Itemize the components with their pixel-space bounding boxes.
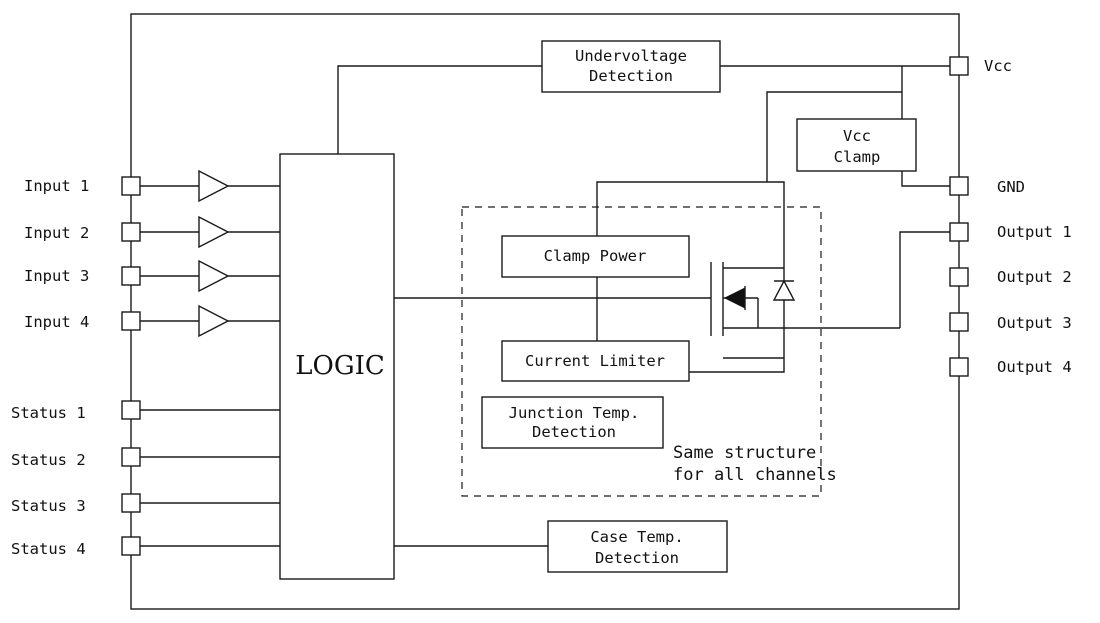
wire-clamp-gnd [901, 171, 950, 187]
wire-limiter-sense [689, 358, 785, 373]
junction-temp-block [481, 396, 664, 449]
case-temp-label-line1: Case Temp. [590, 528, 683, 546]
current-limiter-label: Current Limiter [525, 352, 665, 370]
input-channel-4: Input 4 [24, 304, 280, 338]
pin-status-1 [121, 400, 141, 420]
output-3-label: Output 3 [997, 314, 1072, 332]
buffer-icon [198, 169, 230, 203]
body-arrow-icon [723, 287, 746, 309]
vcc-clamp-block [796, 118, 917, 172]
wire-output-1 [899, 231, 950, 328]
undervoltage-label-line1: Undervoltage [575, 47, 687, 65]
pin-status-2 [121, 447, 141, 467]
status-channel-4: Status 4 [11, 536, 280, 558]
undervoltage-detection-block [541, 40, 721, 93]
input-2-label: Input 2 [24, 224, 89, 242]
logic-block [279, 153, 395, 580]
vcc-pin-label: Vcc [984, 57, 1012, 75]
input-4-label: Input 4 [24, 313, 89, 331]
clamp-power-block [501, 235, 690, 278]
status-channel-2: Status 2 [11, 447, 280, 469]
wire-logic-undervoltage [337, 65, 542, 154]
channel-note-line2: for all channels [673, 465, 837, 485]
pin-input-1 [121, 176, 141, 196]
undervoltage-label-line2: Detection [589, 67, 673, 85]
wire-power-rail [596, 181, 785, 268]
current-limiter-block [501, 340, 690, 382]
pin-input-3 [121, 266, 141, 286]
status-channel-1: Status 1 [11, 400, 280, 422]
mosfet-icon [710, 262, 900, 359]
junction-temp-label-line1: Junction Temp. [509, 404, 640, 422]
pin-status-3 [121, 493, 141, 513]
status-1-label: Status 1 [11, 404, 86, 422]
pin-output-3 [949, 312, 969, 332]
input-1-label: Input 1 [24, 177, 89, 195]
wire-vcc-to-drain [766, 91, 902, 182]
logic-label: LOGIC [295, 351, 385, 381]
gnd-pin-label: GND [997, 178, 1025, 196]
input-channel-2: Input 2 [24, 215, 280, 249]
buffer-icon [198, 259, 230, 293]
case-temp-block [547, 520, 728, 573]
vcc-clamp-label-line1: Vcc [843, 127, 871, 145]
output-2-label: Output 2 [997, 268, 1072, 286]
input-channel-1: Input 1 [24, 169, 280, 203]
pin-input-2 [121, 222, 141, 242]
buffer-icon [198, 215, 230, 249]
buffer-icon [198, 304, 230, 338]
junction-temp-label-line2: Detection [532, 423, 616, 441]
status-channel-3: Status 3 [11, 493, 280, 515]
status-3-label: Status 3 [11, 497, 86, 515]
case-temp-label-line2: Detection [595, 549, 679, 567]
channel-note-line1: Same structure [673, 443, 816, 463]
vcc-clamp-label-line2: Clamp [834, 148, 881, 166]
pin-output-4 [949, 357, 969, 377]
clamp-power-label: Clamp Power [544, 247, 647, 265]
output-4-label: Output 4 [997, 358, 1072, 376]
output-1-label: Output 1 [997, 223, 1072, 241]
diode-icon [772, 268, 796, 358]
pin-output-1 [949, 222, 969, 242]
pin-output-2 [949, 267, 969, 287]
status-4-label: Status 4 [11, 540, 86, 558]
pin-status-4 [121, 536, 141, 556]
pin-gnd [949, 176, 969, 196]
input-channel-3: Input 3 [24, 259, 280, 293]
input-3-label: Input 3 [24, 267, 89, 285]
pin-vcc [949, 56, 969, 76]
chip-outline [130, 13, 960, 610]
status-2-label: Status 2 [11, 451, 86, 469]
pin-input-4 [121, 311, 141, 331]
